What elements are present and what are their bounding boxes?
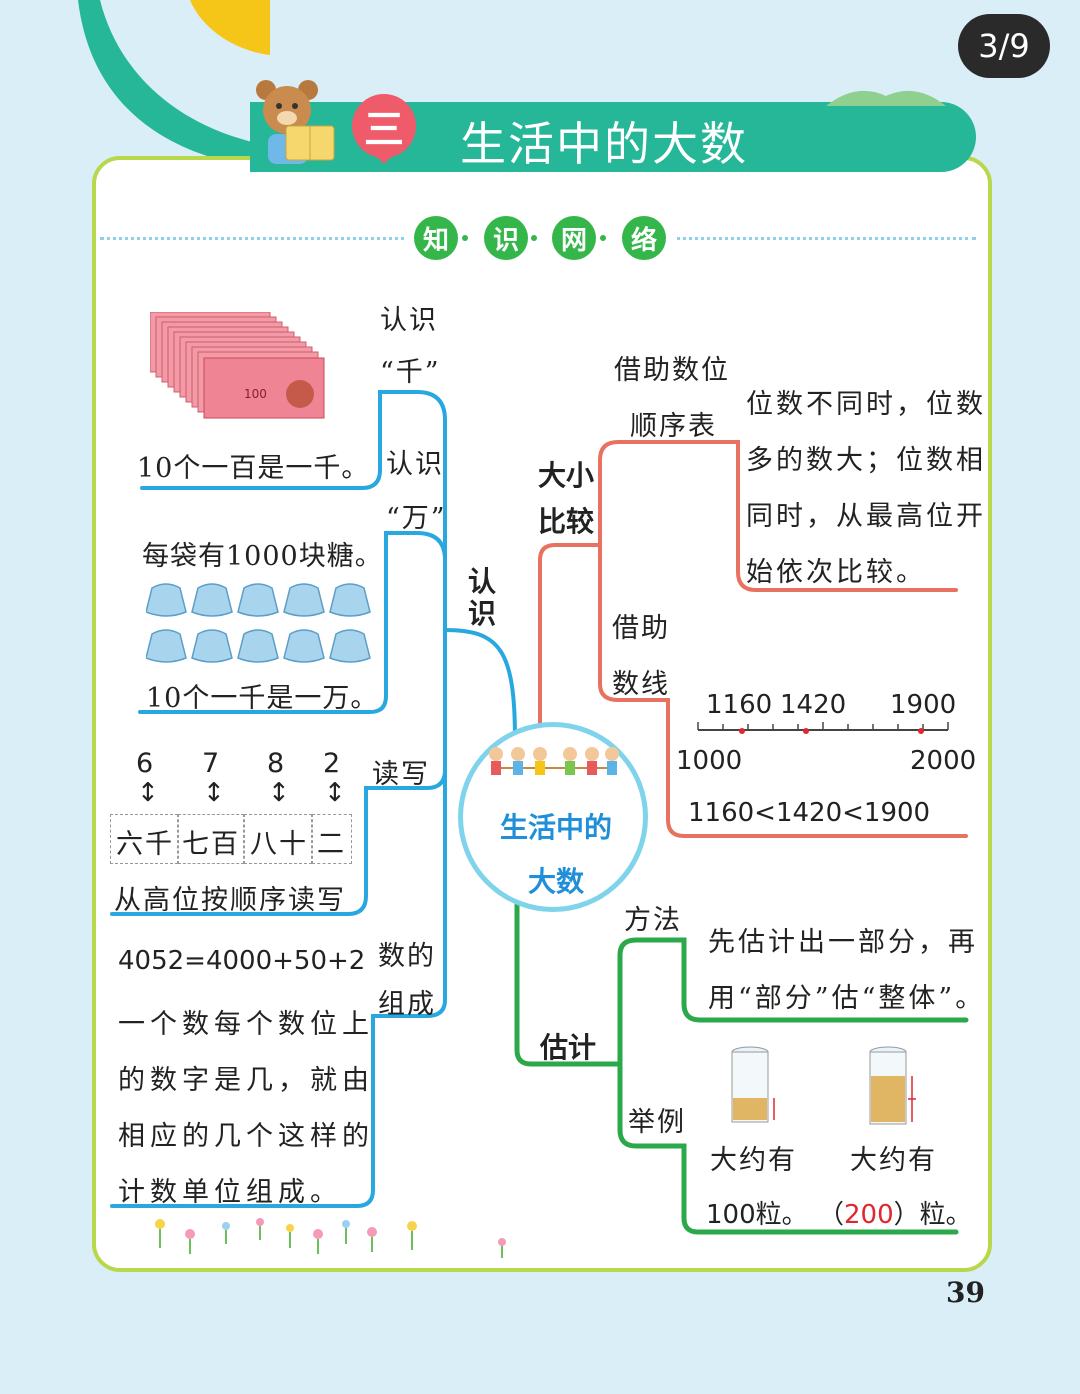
digit-word-box (312, 814, 352, 864)
label-recognize-thousand-1: 认识 (380, 305, 438, 336)
number-line-mark: 1160 (706, 690, 773, 720)
dot (600, 235, 606, 241)
thousand-text: 10个一百是一千。 (137, 453, 370, 484)
composition-line: 的数字是几，就由 (118, 1065, 374, 1096)
place-table-line: 位数不同时，位数 (746, 389, 986, 420)
method-line: 用“部分”估“整体”。 (708, 983, 986, 1014)
flowers-decoration (155, 1218, 417, 1254)
digit: 2 (323, 748, 341, 779)
page-number: 39 (946, 1276, 985, 1309)
section-label-char: 知 (414, 216, 458, 260)
composition-line: 相应的几个这样的 (118, 1121, 374, 1152)
branch-label-compare-1: 大小 (538, 459, 595, 492)
digit-word: 八十 (250, 829, 308, 860)
page-title: 生活中的大数 (460, 117, 748, 171)
digit: 8 (267, 748, 285, 779)
example-right-line2: （200）粒。 (818, 1194, 972, 1231)
example-right-line1: 大约有 (850, 1145, 937, 1176)
place-table-line: 多的数大；位数相 (746, 445, 986, 476)
center-topic-line1: 生活中的 (500, 811, 613, 844)
label-method: 方法 (624, 905, 682, 936)
label-place-table-2: 顺序表 (630, 411, 717, 442)
candy-text-1: 每袋有1000块糖。 (142, 541, 383, 572)
digit: 6 (136, 748, 154, 779)
center-topic-line2: 大数 (528, 865, 585, 898)
section-label-char: 网 (552, 216, 596, 260)
label-recognize-tenthousand-1: 认识 (386, 449, 444, 480)
number-line-end: 2000 (910, 746, 977, 776)
composition-line: 计数单位组成。 (118, 1177, 342, 1208)
example-left-line1: 大约有 (710, 1145, 797, 1176)
flower-icon (498, 1238, 506, 1258)
answer-value: 200 (844, 1200, 894, 1230)
jar-large-image (869, 1046, 916, 1125)
label-number-line-2: 数线 (612, 669, 670, 700)
bear-reading-icon (256, 80, 335, 164)
double-arrow-icon: ↕ (137, 778, 159, 808)
number-line-mark: 1900 (890, 690, 957, 720)
digit: 7 (202, 748, 220, 779)
digit-word: 七百 (182, 829, 240, 860)
dot (531, 235, 537, 241)
digit-word-box (178, 814, 244, 864)
digit-word: 六千 (116, 829, 174, 860)
double-arrow-icon: ↕ (268, 778, 290, 808)
number-line-mark: 1420 (780, 690, 847, 720)
paren-close: ）粒。 (893, 1200, 972, 1230)
example-left-line2: 100粒。 (706, 1200, 808, 1230)
svg-text:100: 100 (244, 387, 267, 401)
branch-label-estimate: 估计 (540, 1031, 597, 1064)
candy-bags-image (146, 583, 371, 663)
digit-word-box (244, 814, 312, 864)
unit-number-badge: 三 (352, 94, 416, 158)
place-table-line: 始依次比较。 (746, 557, 926, 588)
method-line: 先估计出一部分，再 (708, 927, 978, 958)
label-example: 举例 (628, 1107, 686, 1138)
place-table-line: 同时，从最高位开 (746, 501, 986, 532)
hill-decoration (826, 90, 946, 106)
banknotes-image: 100 (150, 312, 325, 419)
composition-line: 一个数每个数位上 (118, 1009, 374, 1040)
section-label-char: 识 (484, 216, 528, 260)
label-number-line-1: 借助 (612, 613, 670, 644)
label-recognize-tenthousand-2: “万” (386, 503, 447, 534)
label-composition-1: 数的 (378, 941, 436, 972)
composition-equation: 4052=4000+50+2 (118, 946, 366, 976)
double-arrow-icon: ↕ (324, 778, 346, 808)
branch-label-compare-2: 比较 (538, 505, 595, 538)
double-arrow-icon: ↕ (203, 778, 225, 808)
paren-open: （ (818, 1200, 845, 1230)
digit-word-box (110, 814, 178, 864)
label-recognize-thousand-2: “千” (380, 357, 441, 388)
badge-pin (372, 152, 396, 164)
section-label-char: 络 (622, 216, 666, 260)
candy-text-2: 10个一千是一万。 (146, 683, 379, 714)
page-counter: 3/9 (958, 14, 1050, 78)
tug-of-war-kids-image (489, 747, 619, 775)
number-line-start: 1000 (676, 746, 743, 776)
label-composition-2: 组成 (378, 989, 436, 1020)
read-write-rule: 从高位按顺序读写 (114, 885, 346, 916)
branch-label-recognize: 认识 (468, 565, 499, 630)
dot (462, 235, 468, 241)
digit-word: 二 (317, 829, 346, 860)
number-line-result: 1160<1420<1900 (688, 798, 931, 828)
label-place-table-1: 借助数位 (614, 355, 730, 386)
jar-small-image (731, 1046, 775, 1123)
label-read-write: 读写 (372, 759, 430, 790)
